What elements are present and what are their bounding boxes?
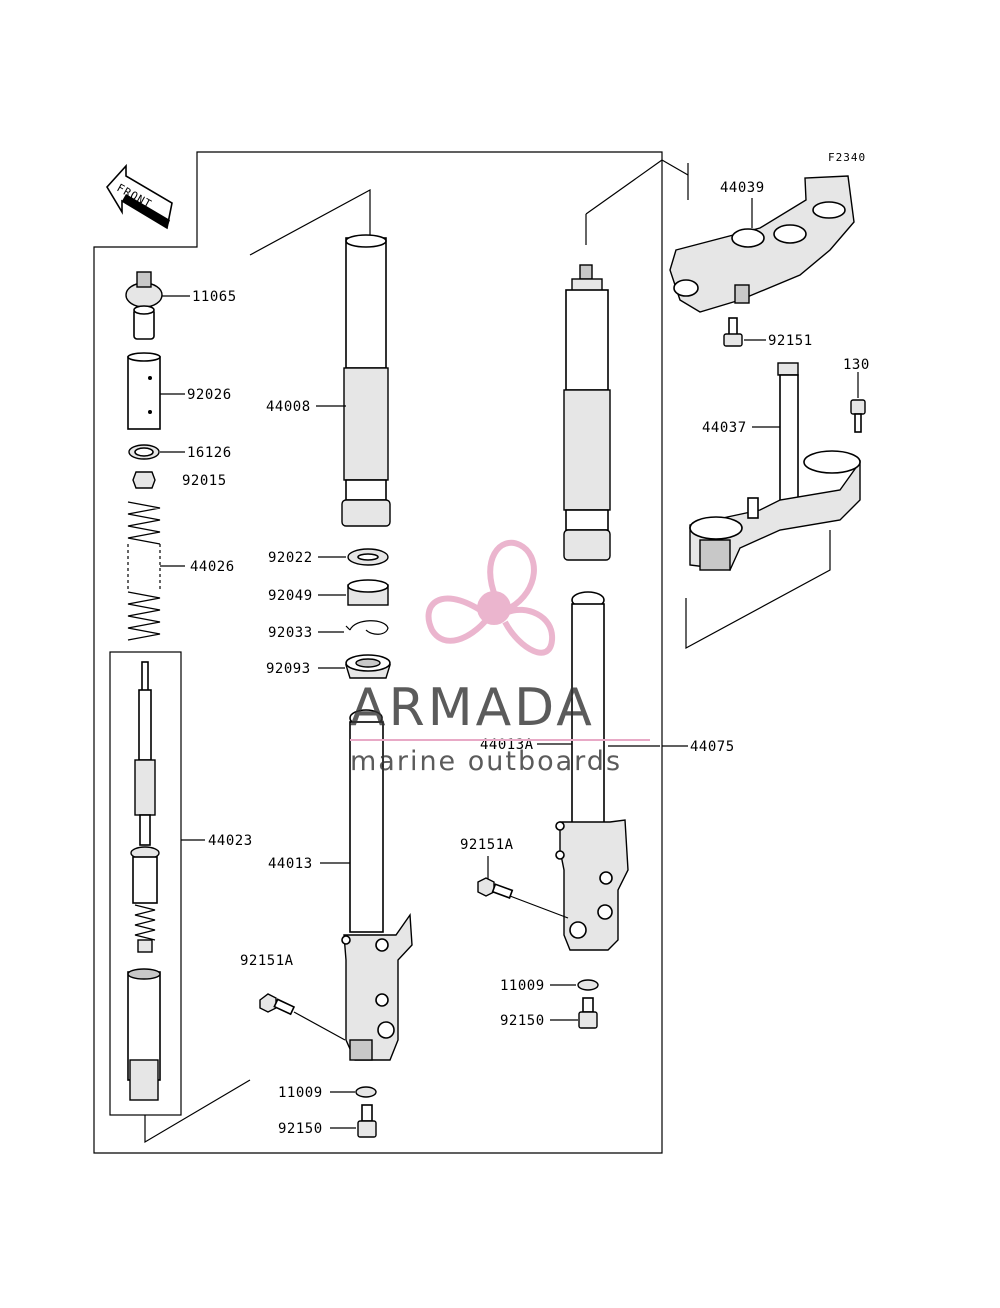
inner-tube-44013A — [555, 591, 629, 951]
washer-11009-left — [355, 1086, 377, 1098]
label-44075: 44075 — [690, 739, 735, 755]
upper-bracket-44039 — [669, 175, 855, 313]
watermark-brand: ARMADA — [350, 678, 595, 738]
label-130: 130 — [843, 357, 870, 373]
bolt-92151 — [723, 317, 743, 347]
label-92151A-right: 92151A — [460, 837, 514, 853]
front-arrow-icon: FRONT — [106, 163, 173, 230]
label-44026: 44026 — [190, 559, 235, 575]
label-92015: 92015 — [182, 473, 227, 489]
clip-92033 — [345, 620, 389, 635]
bolt-92150-right — [578, 997, 598, 1029]
bolt-92150-left — [357, 1104, 377, 1138]
label-92150-right: 92150 — [500, 1013, 545, 1029]
nut-92015 — [132, 471, 156, 489]
armada-logo-icon — [425, 540, 556, 656]
stem-frame — [685, 163, 831, 650]
outer-tube-right — [563, 264, 611, 561]
watermark-tagline: marine outboards — [350, 746, 622, 777]
cartridge-44023 — [127, 661, 161, 1101]
label-11009-left: 11009 — [278, 1085, 323, 1101]
label-44013: 44013 — [268, 856, 313, 872]
label-92151A-left: 92151A — [240, 953, 294, 969]
bolt-92151A-left — [259, 993, 296, 1016]
label-11065: 11065 — [192, 289, 237, 305]
label-92033: 92033 — [268, 625, 313, 641]
label-92026: 92026 — [187, 387, 232, 403]
label-44023: 44023 — [208, 833, 253, 849]
label-92150-left: 92150 — [278, 1121, 323, 1137]
bushing-92049 — [347, 579, 389, 606]
cap-bolt-11065 — [125, 271, 163, 340]
assembly-frame — [93, 151, 663, 1154]
label-92049: 92049 — [268, 588, 313, 604]
label-11009-right: 11009 — [500, 978, 545, 994]
label-44008: 44008 — [266, 399, 311, 415]
label-44039: 44039 — [720, 180, 765, 196]
inner-tube-44013 — [341, 709, 413, 1061]
spring-44026 — [127, 501, 161, 641]
label-16126: 16126 — [187, 445, 232, 461]
diagram-code: F2340 — [828, 151, 866, 164]
seal-92093 — [345, 654, 391, 679]
bolt-130 — [850, 399, 866, 433]
label-92022: 92022 — [268, 550, 313, 566]
washer-11009-right — [577, 979, 599, 991]
outer-tube-44008 — [341, 234, 391, 527]
stem-44037 — [689, 362, 861, 571]
bolt-92151A-right — [477, 877, 514, 899]
spacer-92026 — [127, 352, 161, 430]
label-92093: 92093 — [266, 661, 311, 677]
label-44037: 44037 — [702, 420, 747, 436]
label-92151: 92151 — [768, 333, 813, 349]
washer-92022 — [347, 548, 389, 566]
